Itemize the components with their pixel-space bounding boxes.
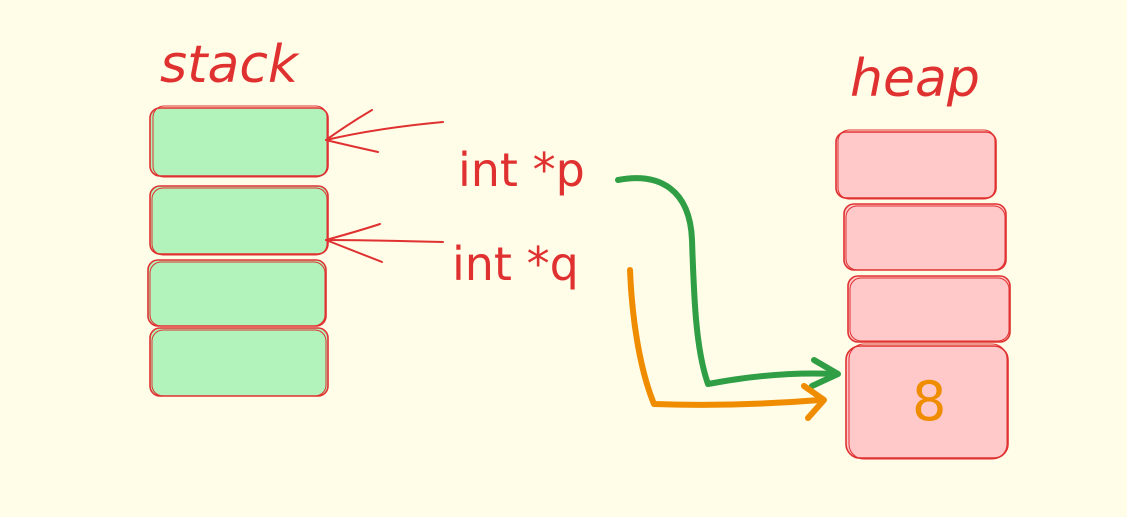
pointer-q-arrow xyxy=(627,267,827,421)
heap-cell-1 xyxy=(835,129,997,200)
pointer-q-label: int *q xyxy=(452,237,579,291)
heap-cell-2 xyxy=(843,203,1007,271)
heap-title: heap xyxy=(850,49,980,109)
stack-column xyxy=(147,105,329,397)
stack-cell-2 xyxy=(149,185,329,256)
pointer-p-label: int *p xyxy=(458,143,585,197)
heap-cell-3 xyxy=(847,275,1011,343)
stack-cell-4 xyxy=(149,327,329,397)
heap-column xyxy=(835,129,1011,460)
heap-cell-4 xyxy=(845,343,1009,460)
stack-cell-1 xyxy=(149,105,329,178)
stack-pointer-arrow-p xyxy=(325,109,444,153)
pointer-p-arrow xyxy=(615,175,841,389)
stack-pointer-arrow-q xyxy=(325,223,444,263)
stack-cell-3 xyxy=(147,259,327,327)
heap-value: 8 xyxy=(912,370,946,433)
stack-title: stack xyxy=(160,35,300,95)
